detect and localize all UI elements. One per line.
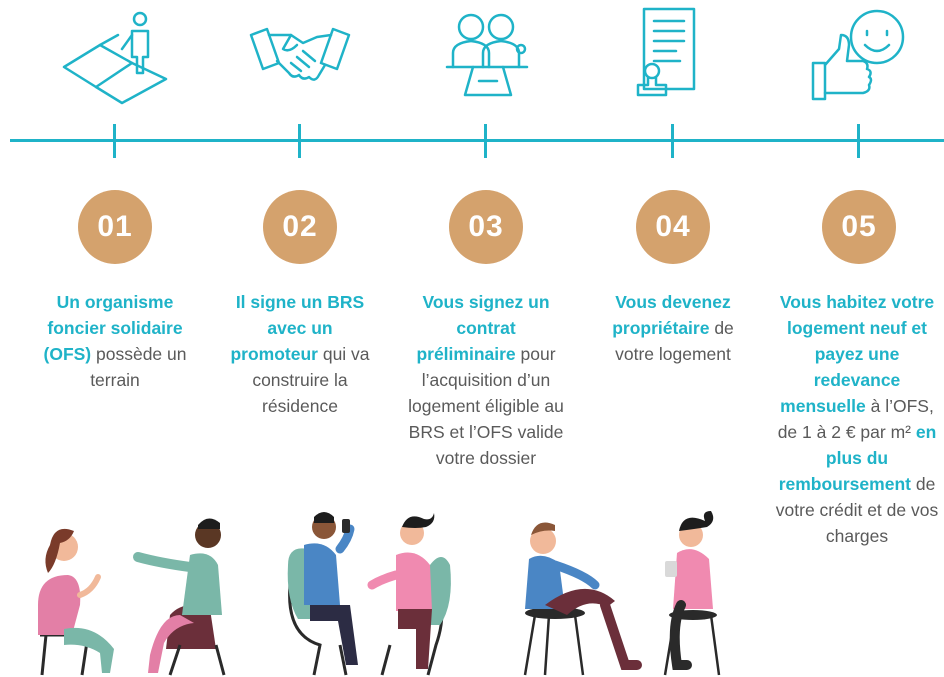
people-conversation-illustration-3 [523,511,721,676]
timeline-tick-5 [857,124,860,158]
step-number-3: 03 [449,190,523,264]
highlighted-text: Vous habitez votre logement neuf et paye… [779,292,935,416]
highlighted-text: Il signe un BRS avec un promoteur [230,292,365,364]
description-text: de votre crédit et de vos charges [775,474,939,546]
timeline-tick-2 [298,124,301,158]
step-description-5: Vous habitez votre logement neuf et paye… [770,289,944,549]
step-description-1: Un organisme foncier solidaire (OFS) pos… [20,289,210,393]
thumbs-up-smiley-icon [811,9,905,101]
description-text: à l’OFS, de 1 à 2 € par m² [777,396,934,442]
highlighted-text: en plus du remboursement [778,422,937,494]
handshake-icon [249,27,351,81]
highlighted-text: Un organisme foncier solidaire (OFS) [43,292,183,364]
highlighted-text: Vous signez un contrat préliminaire [416,292,550,364]
signed-document-icon [636,7,696,97]
step-number-2: 02 [263,190,337,264]
step-number-5: 05 [822,190,896,264]
description-text: de votre logement [615,318,734,364]
timeline-line [10,139,944,142]
land-plot-icon [62,11,168,105]
timeline-tick-1 [113,124,116,158]
timeline-tick-4 [671,124,674,158]
description-text: pour l’acquisition d’un logement éligibl… [408,344,564,468]
step-description-3: Vous signez un contrat préliminaire pour… [391,289,581,471]
people-conversation-illustration-1 [38,518,226,676]
step-description-4: Vous devenez propriétaire de votre logem… [583,289,763,367]
people-conversation-illustration-2 [287,512,451,676]
description-text: qui va construire la résidence [252,344,370,416]
step-number-4: 04 [636,190,710,264]
timeline-tick-3 [484,124,487,158]
highlighted-text: Vous devenez propriétaire [612,292,731,338]
meeting-icon [445,13,529,97]
step-description-2: Il signe un BRS avec un promoteur qui va… [205,289,395,419]
step-number-1: 01 [78,190,152,264]
description-text: possède un terrain [90,344,187,390]
